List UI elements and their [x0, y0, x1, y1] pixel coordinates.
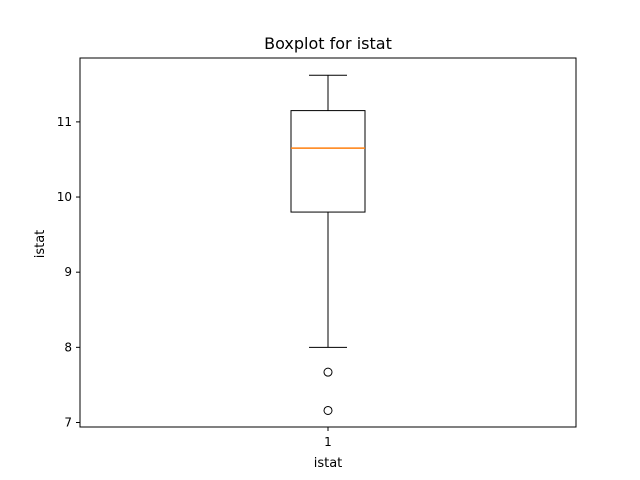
- x-tick-label: 1: [324, 435, 332, 449]
- outlier-point: [323, 405, 333, 415]
- y-tick-label: 7: [64, 415, 72, 429]
- iqr-box: [290, 110, 366, 213]
- x-axis: 1: [324, 427, 332, 449]
- chart-title: Boxplot for istat: [264, 34, 392, 53]
- box-series-1: [290, 74, 366, 348]
- y-tick-label: 10: [57, 190, 72, 204]
- y-tick-label: 11: [57, 115, 72, 129]
- y-axis-label: istat: [33, 230, 48, 259]
- outliers: [323, 367, 333, 415]
- x-axis-label: istat: [314, 456, 343, 471]
- y-axis: 7 8 9 10 11: [57, 115, 80, 429]
- y-tick-label: 9: [64, 265, 72, 279]
- y-tick-label: 8: [64, 340, 72, 354]
- outlier-point: [323, 367, 333, 377]
